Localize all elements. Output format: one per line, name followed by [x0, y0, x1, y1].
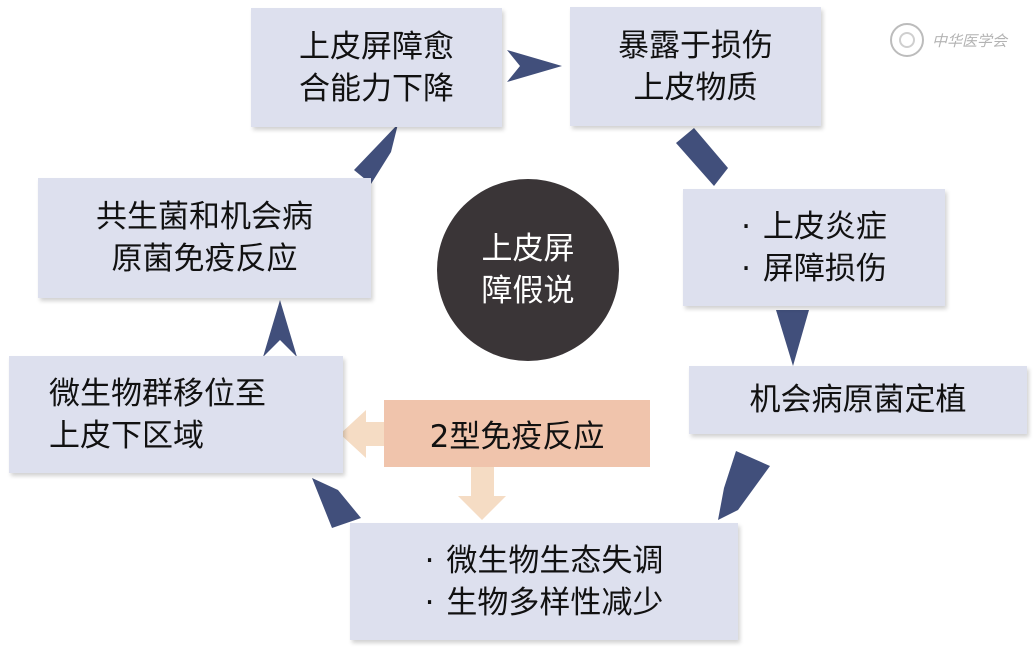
center-line-2: 障假说 [481, 273, 575, 309]
box-barrier-decline-line-1: 上皮屏障愈 [299, 28, 454, 65]
arrow-colonization-to-dysbiosis [718, 451, 770, 520]
watermark-logo: 中华医学会 [890, 22, 1030, 58]
box-barrier-decline-line-2: 合能力下降 [299, 70, 454, 107]
arrow-exposure-to-inflammation [676, 128, 728, 186]
box-immune-response-line-1: 共生菌和机会病 [96, 199, 313, 235]
box-colonization-line-1: 机会病原菌定植 [749, 382, 967, 418]
box-dysbiosis-line-2: 生物多样性减少 [425, 582, 663, 624]
box-inflammation-line-2: 屏障损伤 [741, 248, 887, 290]
box-colonization: 机会病原菌定植 [689, 366, 1027, 434]
seal-icon [890, 23, 924, 57]
logo-text: 中华医学会 [932, 31, 1008, 50]
box-dysbiosis-line-1: 微生物生态失调 [425, 540, 663, 582]
box-exposure-line-2: 上皮物质 [633, 69, 758, 106]
box-translocation-line-1: 微生物群移位至 [49, 375, 266, 412]
box-exposure-line-1: 暴露于损伤 [618, 27, 773, 64]
arrow-type2-left [340, 410, 384, 458]
arrow-type2-down [458, 467, 506, 520]
arrow-inflammation-to-colonization [776, 310, 809, 366]
box-translocation-line-2: 上皮下区域 [49, 417, 204, 454]
box-inflammation: 上皮炎症 屏障损伤 [683, 189, 945, 306]
arrow-barrier-to-exposure [507, 50, 562, 82]
box-immune-response: 共生菌和机会病 原菌免疫反应 [38, 178, 371, 298]
box-barrier-decline: 上皮屏障愈 合能力下降 [251, 8, 502, 127]
center-line-1: 上皮屏 [481, 231, 575, 267]
box-exposure: 暴露于损伤 上皮物质 [570, 7, 821, 126]
arrow-translocation-to-immune [263, 300, 297, 357]
type2-immune-box: 2型免疫反应 [384, 400, 650, 467]
box-immune-response-line-2: 原菌免疫反应 [111, 241, 298, 277]
center-hypothesis-circle: 上皮屏 障假说 [437, 179, 619, 361]
arrow-dysbiosis-to-translocation [312, 478, 361, 528]
box-dysbiosis: 微生物生态失调 生物多样性减少 [350, 523, 738, 640]
box-inflammation-line-1: 上皮炎症 [741, 206, 887, 248]
arrow-immune-to-barrier [354, 124, 398, 184]
box-translocation: 微生物群移位至 上皮下区域 [9, 356, 343, 473]
